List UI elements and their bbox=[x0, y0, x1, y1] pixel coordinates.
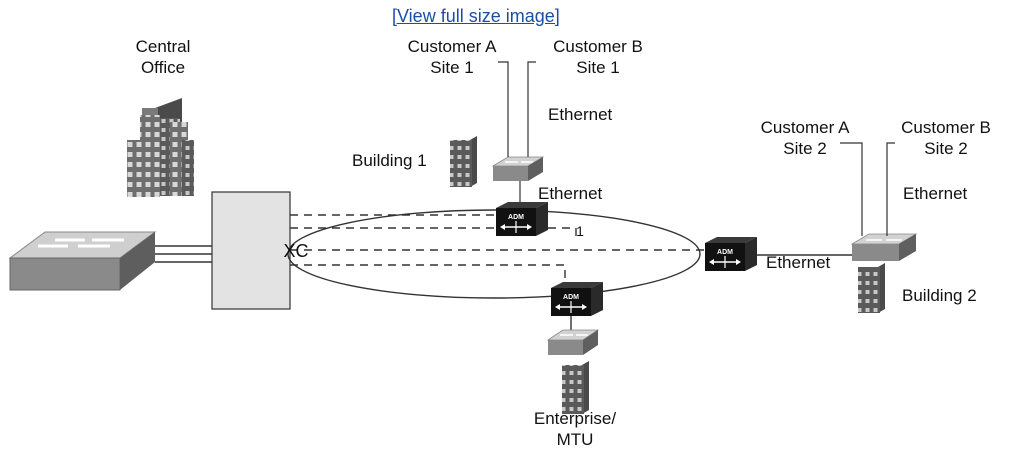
ethernet-site2-link-label: Ethernet bbox=[766, 253, 831, 272]
customer-b-site1-label: Customer B Site 1 bbox=[553, 37, 643, 77]
building1-icon bbox=[450, 136, 477, 187]
dashed-circuits bbox=[290, 214, 705, 288]
building2-label: Building 2 bbox=[902, 286, 977, 305]
switch-xc-links bbox=[155, 245, 212, 263]
site2-switch-icon bbox=[850, 233, 918, 261]
customer-b-site2-label: Customer B Site 2 bbox=[901, 118, 991, 158]
adm-right-label: ADM bbox=[717, 249, 733, 256]
adm-top-label: ADM bbox=[508, 214, 524, 221]
building2-icon bbox=[858, 263, 885, 313]
sonet-ring bbox=[287, 209, 701, 299]
ethernet-site1-label: Ethernet bbox=[548, 105, 613, 124]
building1-label: Building 1 bbox=[352, 151, 427, 170]
ethernet-adm-label: Ethernet bbox=[538, 184, 603, 203]
core-switch-icon bbox=[8, 231, 157, 291]
xc-cross-connect-box bbox=[211, 191, 291, 310]
site1-switch-icon bbox=[491, 156, 545, 181]
xc-label: XC bbox=[283, 241, 308, 261]
customer-a-site2-label: Customer A Site 2 bbox=[760, 118, 850, 158]
site1-leader-lines bbox=[498, 61, 536, 206]
central-office-label: Central Office bbox=[135, 37, 191, 77]
ethernet-site2-label: Ethernet bbox=[903, 184, 968, 203]
view-full-size-link[interactable]: [View full size image] bbox=[392, 6, 560, 26]
adm-bottom-label: ADM bbox=[563, 294, 579, 301]
enterprise-mtu-label: Enterprise/ MTU bbox=[533, 409, 617, 449]
enterprise-building-icon bbox=[562, 361, 589, 414]
enterprise-switch-icon bbox=[546, 329, 600, 355]
central-office-building-icon bbox=[127, 98, 194, 197]
adm-bottom-icon: ADM bbox=[551, 282, 603, 316]
ring-marker-label: 1 bbox=[576, 223, 584, 239]
adm-right-icon: ADM bbox=[705, 237, 757, 271]
adm-top-icon: ADM bbox=[496, 202, 548, 236]
site2-leader-lines bbox=[840, 142, 895, 236]
customer-a-site1-label: Customer A Site 1 bbox=[407, 37, 497, 77]
